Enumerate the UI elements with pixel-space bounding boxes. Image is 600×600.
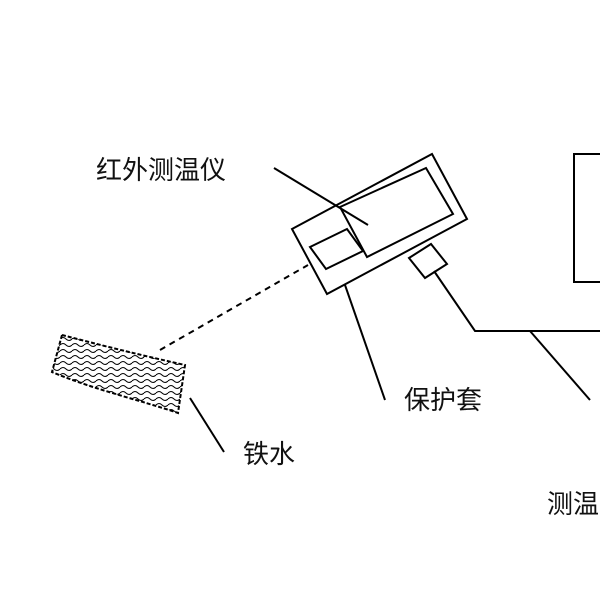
cable-connector bbox=[407, 242, 449, 280]
inner-chamber bbox=[338, 166, 455, 259]
label-protective-sleeve: 保护套 bbox=[404, 386, 483, 416]
sensor-lens bbox=[308, 227, 365, 271]
leader-sleeve bbox=[344, 284, 386, 401]
leader-meter bbox=[529, 330, 591, 401]
leader-iron bbox=[189, 397, 225, 453]
leader-thermometer bbox=[273, 167, 369, 226]
temperature-meter bbox=[573, 153, 600, 283]
label-molten-iron: 铁水 bbox=[243, 440, 296, 470]
label-infrared-thermometer: 红外测温仪 bbox=[96, 156, 227, 186]
signal-cable bbox=[433, 270, 600, 332]
molten-iron bbox=[50, 333, 187, 415]
label-temperature-meter: 测温 bbox=[547, 490, 600, 520]
infrared-beam bbox=[159, 264, 309, 351]
